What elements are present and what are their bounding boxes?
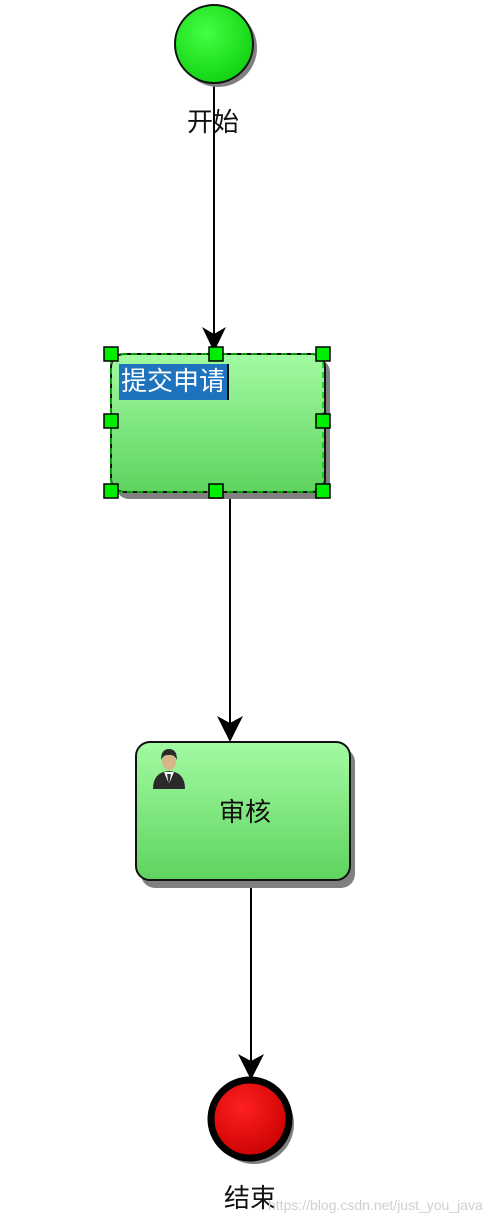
resize-handle-ne[interactable]: [315, 346, 331, 362]
edge-start-to-task1[interactable]: [202, 84, 226, 352]
edge-task2-to-end[interactable]: [238, 880, 264, 1080]
task-submit-application-label[interactable]: 提交申请: [119, 364, 230, 400]
resize-handle-sw[interactable]: [103, 483, 119, 499]
resize-handle-nw[interactable]: [103, 346, 119, 362]
resize-handle-se[interactable]: [315, 483, 331, 499]
task-review-label: 审核: [219, 798, 272, 828]
start-event[interactable]: [174, 4, 257, 87]
resize-handle-e[interactable]: [315, 413, 331, 429]
resize-handle-s[interactable]: [208, 483, 224, 499]
end-event[interactable]: [207, 1076, 294, 1164]
resize-handle-w[interactable]: [103, 413, 119, 429]
task-review[interactable]: [135, 741, 355, 888]
user-icon: [153, 749, 185, 789]
edge-task1-to-task2[interactable]: [217, 492, 243, 742]
end-event-label: 结束: [224, 1184, 277, 1214]
start-event-label: 开始: [187, 108, 240, 138]
resize-handle-n[interactable]: [208, 346, 224, 362]
watermark: https://blog.csdn.net/just_you_java: [268, 1197, 483, 1213]
